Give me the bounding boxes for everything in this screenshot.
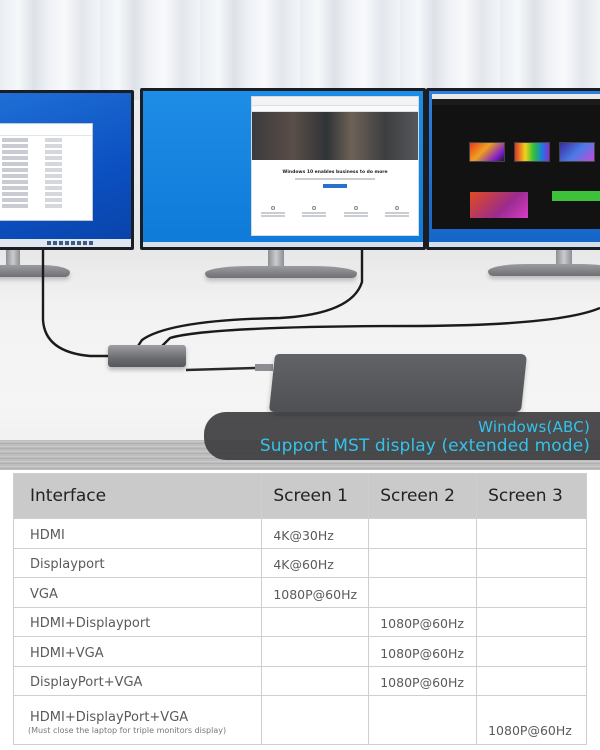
screen2-cell: 1080P@60Hz [368,665,478,696]
table-row: HDMI 4K@30Hz [12,518,587,549]
screen1-cell [261,636,370,667]
header-interface: Interface [12,473,263,519]
triple-monitor-note: (Must close the laptop for triple monito… [28,725,227,735]
display-compatibility-table: Interface Screen 1 Screen 2 Screen 3 HDM… [12,473,587,745]
screen1-cell: 1080P@60Hz [261,577,370,608]
right-monitor-screen [429,91,600,247]
table-row: HDMI+DisplayPort+VGA (Must close the lap… [12,695,587,745]
screen3-cell [476,636,587,667]
screen1-cell: 4K@60Hz [261,547,370,578]
table-row: Displayport 4K@60Hz [12,547,587,578]
screen2-cell [368,577,478,608]
middle-monitor-screen: Windows 10 enables business to do more [143,91,423,247]
header-screen-3: Screen 3 [476,473,587,519]
interface-cell: Displayport [12,547,263,578]
browser-toolbar [252,97,418,106]
right-monitor [426,88,600,250]
right-taskbar [429,242,600,247]
left-taskbar [0,239,131,247]
interface-cell: HDMI+Displayport [12,606,263,637]
product-photo: Windows 10 enables business to do more [0,0,600,470]
feature-banner: Windows(ABC) Support MST display (extend… [204,412,600,460]
middle-taskbar [143,242,423,247]
screen3-cell [476,518,587,549]
usb-c-hub [108,345,186,367]
screen2-cell [368,547,478,578]
file-explorer-window [0,123,93,221]
dark-product-webpage [432,94,600,229]
interface-label: HDMI+DisplayPort+VGA [30,709,189,725]
left-monitor-neck [6,248,20,270]
screen1-cell [261,665,370,696]
screen3-cell: 1080P@60Hz [476,695,587,745]
cables [41,250,600,372]
table-row: DisplayPort+VGA 1080P@60Hz [12,665,587,696]
screen2-cell: 1080P@60Hz [368,636,478,667]
os-label: Windows(ABC) [478,418,590,436]
curtain-background [0,0,600,100]
interface-cell: DisplayPort+VGA [12,665,263,696]
left-monitor [0,90,134,250]
green-banner [552,191,600,201]
middle-monitor-base [205,266,357,278]
screen3-cell [476,577,587,608]
header-screen-2: Screen 2 [368,473,478,519]
learn-more-button [323,184,347,188]
interface-cell: VGA [12,577,263,608]
header-screen-1: Screen 1 [261,473,370,519]
screen3-cell [476,665,587,696]
mst-support-label: Support MST display (extended mode) [259,436,590,456]
screen2-cell [368,518,478,549]
screen1-cell [261,695,370,745]
left-monitor-screen [0,93,131,247]
screen2-cell [368,695,478,745]
table-row: HDMI+VGA 1080P@60Hz [12,636,587,667]
laptop [268,354,528,412]
screen2-cell: 1080P@60Hz [368,606,478,637]
webpage-headline: Windows 10 enables business to do more [282,170,388,175]
screen1-cell: 4K@30Hz [261,518,370,549]
interface-cell: HDMI+DisplayPort+VGA (Must close the lap… [12,695,263,745]
table-row: HDMI+Displayport 1080P@60Hz [12,606,587,637]
table-header-row: Interface Screen 1 Screen 2 Screen 3 [12,473,587,519]
left-monitor-base [0,265,70,277]
right-monitor-base [488,264,600,276]
middle-monitor-neck [268,248,284,270]
interface-cell: HDMI+VGA [12,636,263,667]
hero-image [252,112,418,160]
table-row: VGA 1080P@60Hz [12,577,587,608]
screen3-cell [476,606,587,637]
site-nav [252,106,418,112]
browser-window: Windows 10 enables business to do more [251,96,419,236]
screen1-cell [261,606,370,637]
interface-cell: HDMI [12,518,263,549]
screen3-cell [476,547,587,578]
middle-monitor: Windows 10 enables business to do more [140,88,426,250]
